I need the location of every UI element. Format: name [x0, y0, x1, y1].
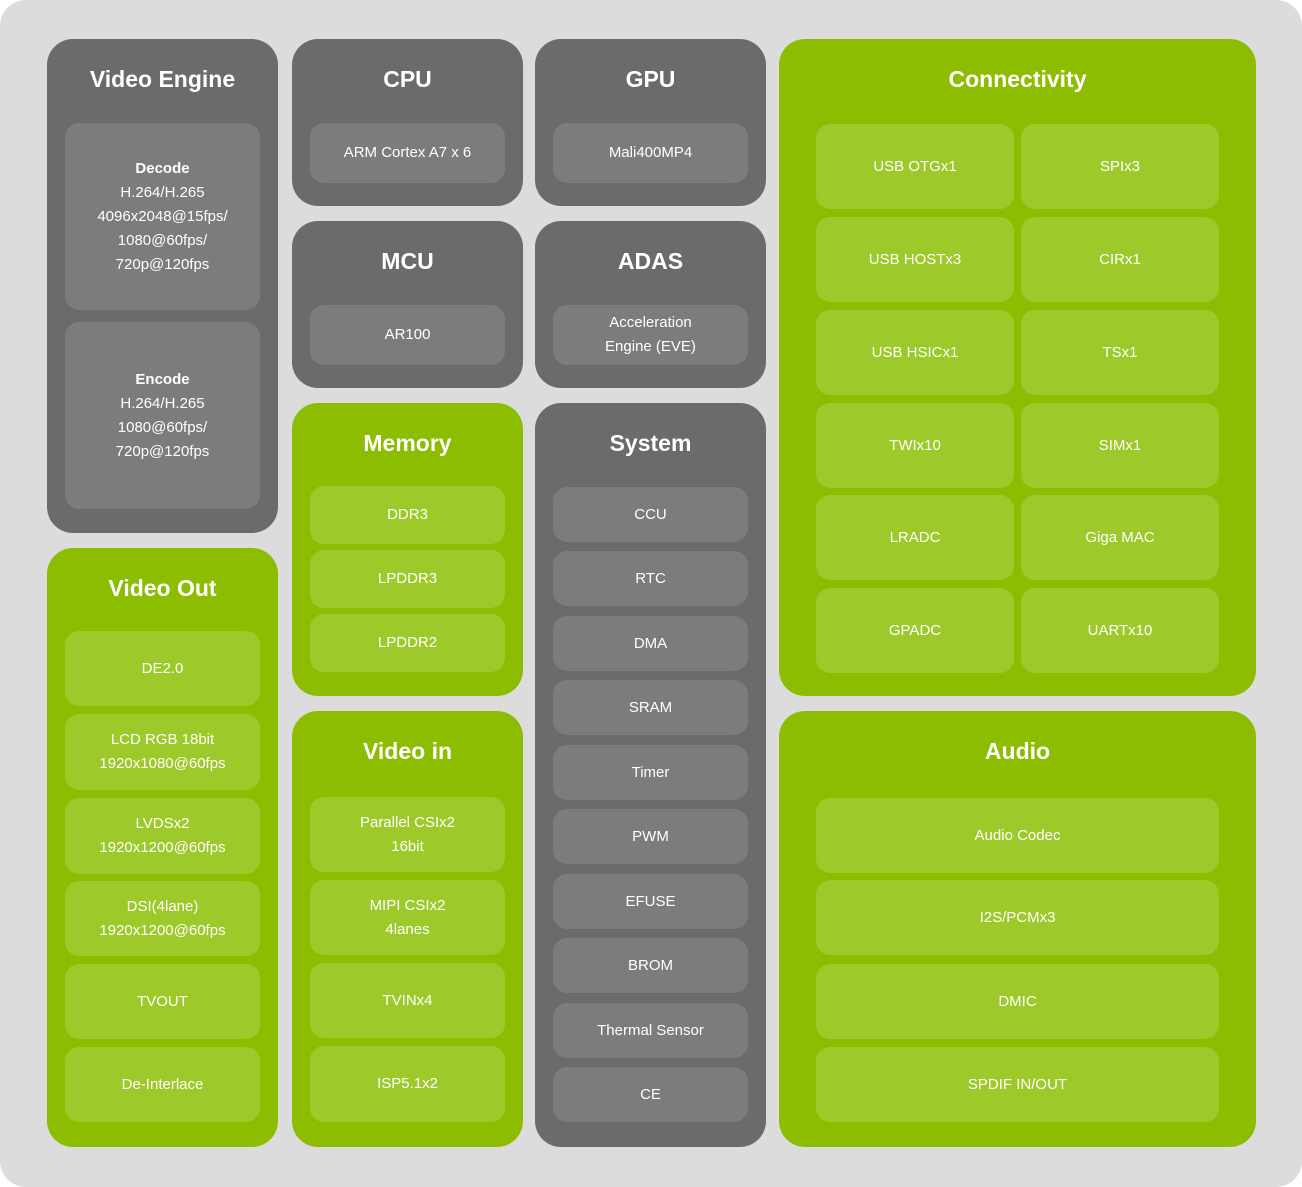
video-out-item: LVDSx2 1920x1200@60fps — [65, 798, 260, 874]
system-item: CCU — [553, 487, 748, 542]
system-block: System CCU RTC DMA SRAM Timer PWM EFUSE … — [535, 403, 766, 1147]
encode-heading: Encode — [135, 370, 190, 388]
memory-item: LPDDR2 — [310, 614, 505, 672]
encode-item: Encode H.264/H.265 1080@60fps/ 720p@120f… — [65, 322, 260, 509]
video-in-item-line: TVINx4 — [382, 991, 433, 1009]
connectivity-item: GPADC — [816, 588, 1014, 673]
gpu-block: GPU Mali400MP4 — [535, 39, 766, 206]
connectivity-item: TSx1 — [1021, 310, 1219, 395]
connectivity-item: USB OTGx1 — [816, 124, 1014, 209]
video-in-item: ISP5.1x2 — [310, 1046, 505, 1122]
connectivity-item: SPIx3 — [1021, 124, 1219, 209]
video-out-item-line: 1920x1080@60fps — [99, 755, 226, 772]
video-out-block: Video Out DE2.0 LCD RGB 18bit 1920x1080@… — [47, 548, 278, 1147]
video-out-item: LCD RGB 18bit 1920x1080@60fps — [65, 714, 260, 790]
memory-item: LPDDR3 — [310, 550, 505, 608]
video-out-item-line: DE2.0 — [141, 659, 184, 677]
video-in-item-line: Parallel CSIx2 — [359, 813, 456, 831]
memory-item: DDR3 — [310, 486, 505, 544]
encode-line: 720p@120fps — [115, 442, 210, 460]
system-item: RTC — [553, 551, 748, 606]
connectivity-item: USB HOSTx3 — [816, 217, 1014, 302]
encode-line: H.264/H.265 — [120, 394, 205, 412]
system-item: SRAM — [553, 680, 748, 735]
video-out-item-line: LVDSx2 — [135, 815, 190, 832]
video-in-item-line: 4lanes — [385, 920, 430, 938]
system-item: Timer — [553, 745, 748, 800]
cpu-item: ARM Cortex A7 x 6 — [310, 123, 505, 183]
adas-block: ADAS Acceleration Engine (EVE) — [535, 221, 766, 388]
adas-item: Acceleration Engine (EVE) — [553, 305, 748, 365]
video-in-item-line: 16bit — [391, 837, 424, 855]
memory-title: Memory — [363, 430, 452, 456]
video-in-item: TVINx4 — [310, 963, 505, 1038]
memory-block: Memory DDR3 LPDDR3 LPDDR2 — [292, 403, 523, 696]
connectivity-item: UARTx10 — [1021, 588, 1219, 673]
video-in-title: Video in — [362, 738, 453, 764]
audio-item: I2S/PCMx3 — [816, 880, 1219, 955]
encode-line: 1080@60fps/ — [117, 418, 208, 436]
video-in-block: Video in Parallel CSIx2 16bit MIPI CSIx2… — [292, 711, 523, 1147]
system-item: EFUSE — [553, 874, 748, 929]
decode-heading: Decode — [135, 159, 190, 177]
system-item: PWM — [553, 809, 748, 864]
cpu-block: CPU ARM Cortex A7 x 6 — [292, 39, 523, 206]
video-in-item-line: MIPI CSIx2 — [369, 896, 446, 914]
video-out-item: TVOUT — [65, 964, 260, 1039]
adas-item-line: Acceleration — [609, 314, 692, 331]
audio-block: Audio Audio Codec I2S/PCMx3 DMIC SPDIF I… — [779, 711, 1256, 1147]
connectivity-title: Connectivity — [948, 66, 1087, 92]
connectivity-item: Giga MAC — [1021, 495, 1219, 580]
video-out-title: Video Out — [108, 575, 217, 601]
video-in-item-line: ISP5.1x2 — [377, 1075, 438, 1092]
audio-item: SPDIF IN/OUT — [816, 1047, 1219, 1122]
gpu-title: GPU — [625, 66, 676, 92]
audio-item: DMIC — [816, 964, 1219, 1039]
audio-item: Audio Codec — [816, 798, 1219, 873]
video-out-item: De-Interlace — [65, 1047, 260, 1122]
decode-line: 720p@120fps — [115, 255, 210, 273]
video-out-item: DSI(4lane) 1920x1200@60fps — [65, 881, 260, 956]
decode-line: 1080@60fps/ — [117, 231, 208, 249]
connectivity-block: Connectivity USB OTGx1 SPIx3 USB HOSTx3 … — [779, 39, 1256, 696]
video-out-item-line: LCD RGB 18bit — [110, 731, 215, 748]
video-engine-block: Video Engine Decode H.264/H.265 4096x204… — [47, 39, 278, 533]
decode-line: 4096x2048@15fps/ — [97, 207, 228, 225]
video-out-item-line: DSI(4lane) — [126, 897, 199, 915]
mcu-title: MCU — [381, 248, 434, 274]
video-out-item-line: 1920x1200@60fps — [99, 839, 226, 856]
connectivity-item: TWIx10 — [816, 403, 1014, 488]
video-engine-title: Video Engine — [89, 66, 236, 92]
video-in-item: MIPI CSIx2 4lanes — [310, 880, 505, 955]
video-out-item: DE2.0 — [65, 631, 260, 706]
adas-item-line: Engine (EVE) — [605, 338, 696, 355]
decode-line: H.264/H.265 — [120, 183, 205, 201]
connectivity-item: LRADC — [816, 495, 1014, 580]
system-item: DMA — [553, 616, 748, 671]
connectivity-item: SIMx1 — [1021, 403, 1219, 488]
video-out-item-line: TVOUT — [137, 992, 188, 1010]
connectivity-item: CIRx1 — [1021, 217, 1219, 302]
decode-item: Decode H.264/H.265 4096x2048@15fps/ 1080… — [65, 123, 260, 310]
system-item: BROM — [553, 938, 748, 993]
mcu-item: AR100 — [310, 305, 505, 365]
adas-title: ADAS — [617, 248, 684, 274]
video-out-item-line: 1920x1200@60fps — [99, 921, 226, 939]
system-title: System — [609, 430, 692, 456]
system-item: Thermal Sensor — [553, 1003, 748, 1058]
video-in-item: Parallel CSIx2 16bit — [310, 797, 505, 872]
cpu-title: CPU — [383, 66, 432, 92]
mcu-block: MCU AR100 — [292, 221, 523, 388]
audio-title: Audio — [984, 738, 1051, 764]
system-item: CE — [553, 1067, 748, 1122]
gpu-item: Mali400MP4 — [553, 123, 748, 183]
video-out-item-line: De-Interlace — [121, 1075, 204, 1093]
connectivity-item: USB HSICx1 — [816, 310, 1014, 395]
